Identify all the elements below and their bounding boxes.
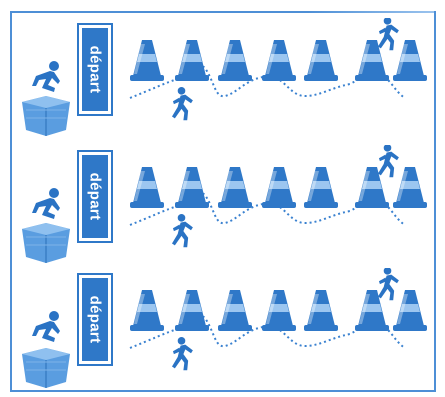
crouching-runner-icon (32, 311, 60, 342)
cone-icon (218, 290, 252, 331)
running-person-icon (172, 87, 193, 120)
crouching-runner-icon (32, 188, 60, 219)
cone-icon (355, 290, 389, 331)
cone-icon (262, 40, 296, 81)
running-person-icon (172, 214, 193, 247)
cone-icon (130, 167, 164, 208)
cone-icon (355, 40, 389, 81)
lane-3-illustration (0, 268, 445, 393)
lane-1: départ (0, 18, 445, 143)
cone-icon (393, 290, 427, 331)
lane-3: départ (0, 268, 445, 393)
cone-icon (130, 40, 164, 81)
lane-2: départ (0, 145, 445, 270)
basket-icon (22, 223, 70, 263)
basket-icon (22, 96, 70, 136)
lane-1-illustration (0, 18, 445, 143)
cone-icon (175, 167, 209, 208)
cone-icon (304, 40, 338, 81)
cone-icon (393, 40, 427, 81)
crouching-runner-icon (32, 61, 60, 92)
cone-icon (218, 167, 252, 208)
running-person-icon (378, 18, 399, 50)
running-person-icon (172, 337, 193, 370)
cone-icon (175, 40, 209, 81)
cone-icon (304, 167, 338, 208)
running-person-icon (378, 145, 399, 177)
cone-icon (304, 290, 338, 331)
cone-icon (130, 290, 164, 331)
cone-icon (218, 40, 252, 81)
cone-icon (355, 167, 389, 208)
cone-icon (262, 167, 296, 208)
cone-icon (393, 167, 427, 208)
cone-icon (175, 290, 209, 331)
cone-icon (262, 290, 296, 331)
lane-2-illustration (0, 145, 445, 270)
basket-icon (22, 348, 70, 388)
running-person-icon (378, 268, 399, 300)
